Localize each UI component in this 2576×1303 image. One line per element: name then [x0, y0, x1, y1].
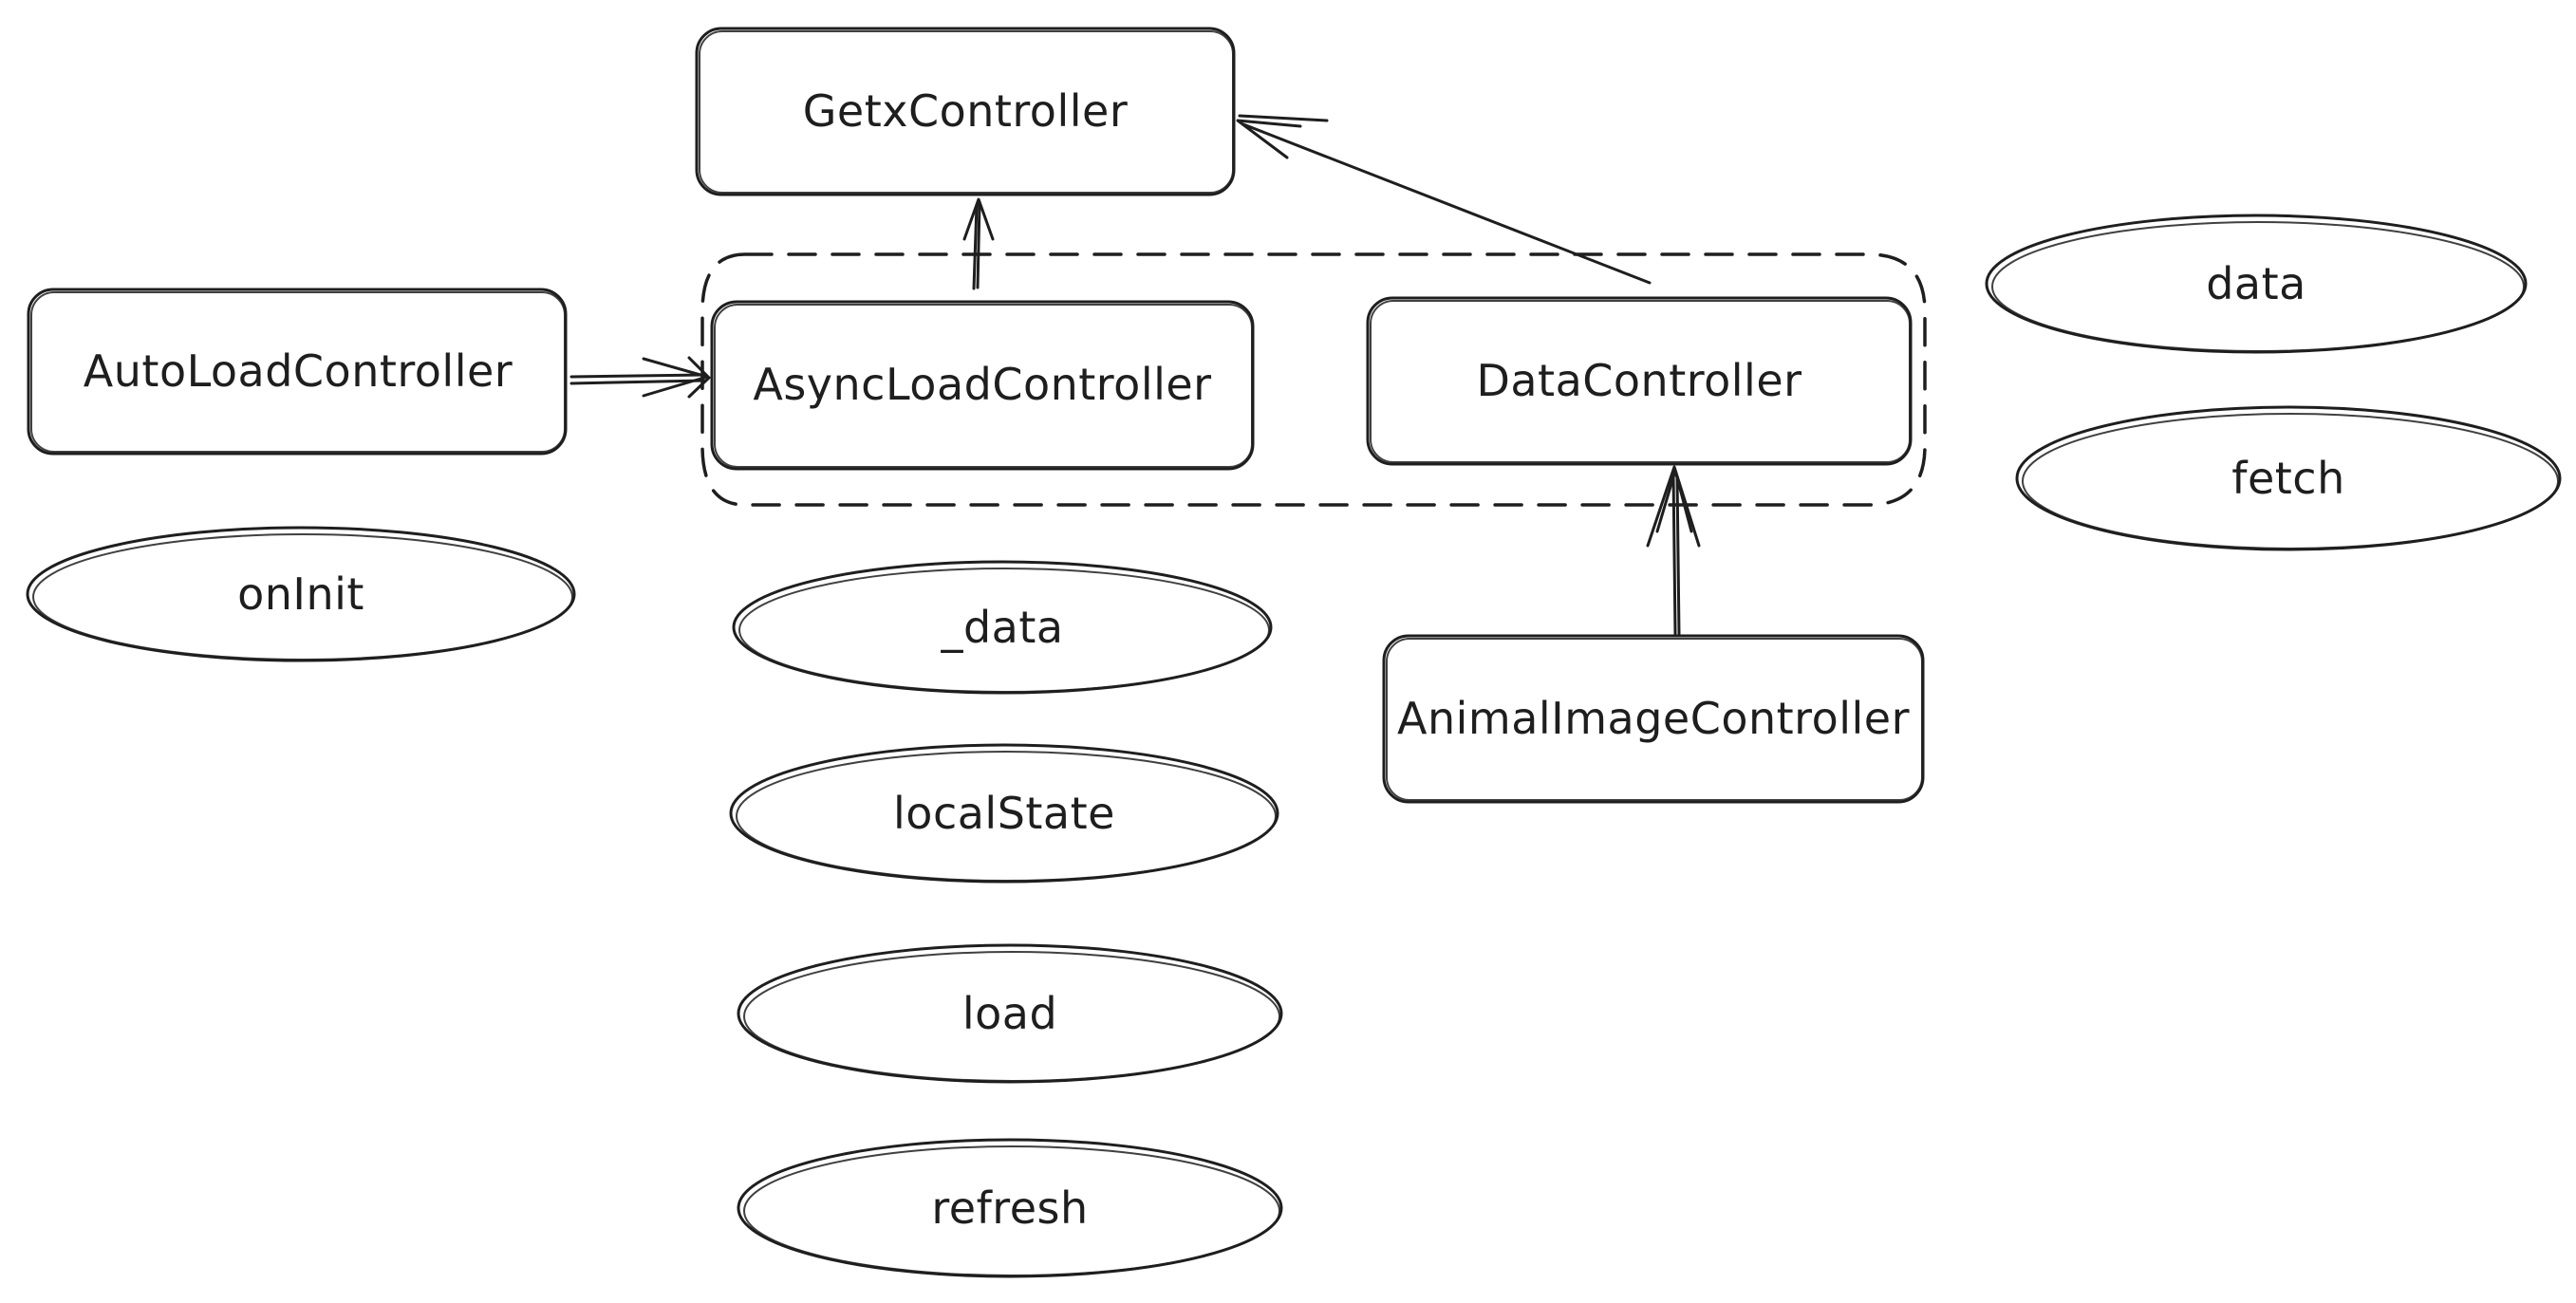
load-label: load: [962, 988, 1057, 1039]
node-on-init: onInit: [26, 526, 576, 662]
node-local-state: localState: [729, 743, 1279, 884]
private-data-label: _data: [940, 602, 1063, 653]
node-async-load-controller: AsyncLoadController: [710, 300, 1255, 471]
data-label: data: [2206, 258, 2306, 309]
node-data-controller: DataController: [1366, 296, 1913, 466]
auto-load-controller-label: AutoLoadController: [84, 345, 513, 397]
fetch-label: fetch: [2231, 453, 2344, 504]
data-controller-label: DataController: [1476, 355, 1801, 406]
node-load: load: [737, 943, 1283, 1084]
node-private-data: _data: [732, 560, 1273, 695]
animal-image-controller-label: AnimalImageController: [1397, 693, 1910, 744]
controller-group-frame: [700, 252, 1927, 507]
node-auto-load-controller: AutoLoadController: [27, 288, 568, 456]
edge-auto-to-async: [569, 356, 711, 399]
edge-animal-to-data: [1646, 465, 1701, 636]
refresh-label: refresh: [931, 1182, 1088, 1234]
node-fetch: fetch: [2015, 405, 2562, 551]
local-state-label: localState: [893, 788, 1115, 839]
edge-data-to-getx: [1236, 114, 1652, 285]
node-getx-controller: GetxController: [695, 27, 1236, 196]
node-data: data: [1985, 214, 2528, 354]
on-init-label: onInit: [237, 568, 364, 620]
node-refresh: refresh: [737, 1138, 1283, 1278]
node-animal-image-controller: AnimalImageController: [1382, 634, 1925, 804]
getx-controller-label: GetxController: [803, 85, 1128, 137]
async-load-controller-label: AsyncLoadController: [753, 359, 1211, 410]
edge-async-to-getx: [962, 197, 995, 290]
